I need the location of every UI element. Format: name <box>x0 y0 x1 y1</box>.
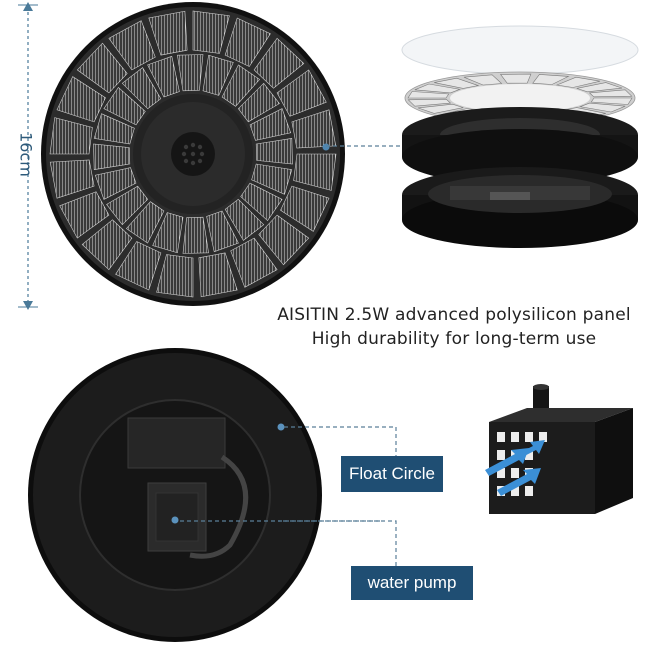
exploded-panel-view <box>401 25 639 248</box>
water-pump-image <box>485 384 633 514</box>
guide-line-panel <box>326 145 414 147</box>
float-circle-label: Float Circle <box>341 456 443 492</box>
guide-lines-labels <box>278 426 397 568</box>
dimension-label: 16cm <box>16 132 36 177</box>
guide-line-pump <box>180 520 380 522</box>
dimension-arrow <box>18 2 38 310</box>
solar-panel-top-view <box>41 2 345 306</box>
float-bottom-view <box>28 348 322 642</box>
caption-line-1: AISITIN 2.5W advanced polysilicon panel <box>277 305 631 325</box>
water-pump-label: water pump <box>351 566 473 600</box>
caption-line-2: High durability for long-term use <box>311 329 597 349</box>
